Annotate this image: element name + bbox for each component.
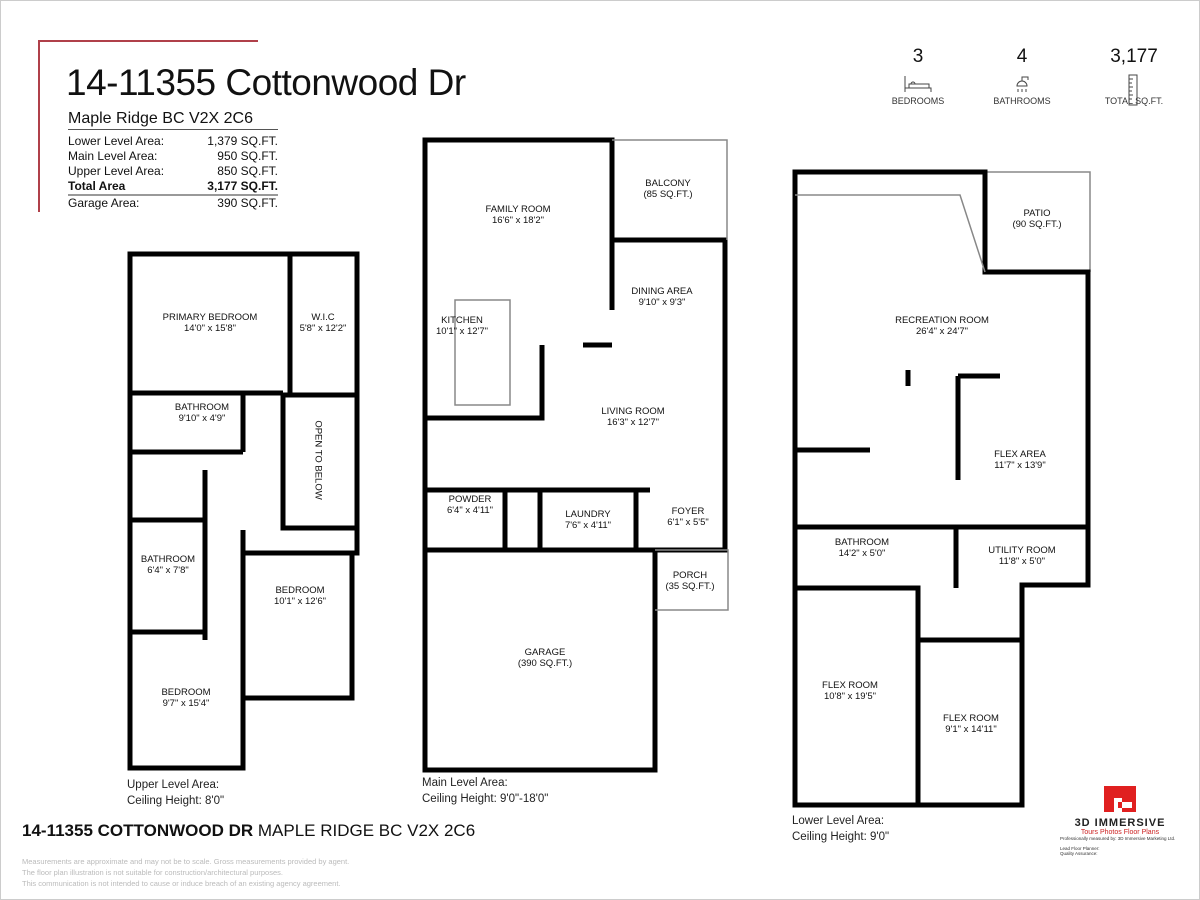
open-to-below: OPEN TO BELOW [312,420,324,500]
area-label: Lower Level Area: [68,134,165,148]
area-value: 950 SQ.FT. [217,149,278,163]
page-subtitle: Maple Ridge BC V2X 2C6 [68,110,278,130]
outdoor-outlines [454,139,1091,611]
ruler-icon [1128,74,1138,106]
stat-bedrooms: 3 BEDROOMS [873,46,963,106]
accent-bar [38,40,258,42]
area-label: Upper Level Area: [68,164,165,178]
company-logo: 3D IMMERSIVE Tours Photos Floor Plans Pr… [1060,786,1180,856]
room-patio: PATIO(90 SQ.FT.) [1012,208,1062,230]
logo-mark [1104,786,1136,812]
stat-label: BEDROOMS [891,96,945,106]
stat-value: 3,177 [1110,46,1158,67]
garage-label: Garage Area: [68,196,140,210]
area-label: Main Level Area: [68,149,158,163]
accent-bar [38,40,40,212]
room-balcony: BALCONY(85 SQ.FT.) [643,178,693,200]
main-level-walls [422,137,728,773]
stat-label: TOTAL SQ.FT. [1104,96,1164,106]
footer-address: 14-11355 COTTONWOOD DR MAPLE RIDGE BC V2… [22,821,475,841]
address-city: MAPLE RIDGE BC V2X 2C6 [253,821,476,840]
area-value: 850 SQ.FT. [217,164,278,178]
room-garage: GARAGE(390 SQ.FT.) [517,647,573,669]
stat-total-sqft: 3,177 TOTAL SQ.FT. [1089,46,1179,106]
page-title: 14-11355 Cottonwood Dr [66,62,466,103]
area-summary: Lower Level Area: 1,379 SQ.FT. Main Level… [68,134,278,211]
stat-bathrooms: 4 BATHROOMS [977,46,1067,106]
upper-level-caption: Upper Level Area:Ceiling Height: 8'0" [127,779,225,807]
room-porch: PORCH(35 SQ.FT.) [665,570,715,592]
stat-value: 4 [1016,46,1028,67]
area-value: 1,379 SQ.FT. [207,134,278,148]
garage-value: 390 SQ.FT. [217,196,278,210]
total-value: 3,177 SQ.FT. [207,179,278,193]
bed-icon [904,76,932,92]
disclaimer: Measurements are approximate and may not… [22,857,350,888]
stat-value: 3 [912,46,924,67]
total-label: Total Area [68,179,126,193]
shower-icon [1016,76,1029,92]
main-level-caption: Main Level Area:Ceiling Height: 9'0"-18'… [422,777,549,805]
upper-level-walls [127,251,360,771]
address-street: 14-11355 COTTONWOOD DR [22,821,254,840]
lower-level-caption: Lower Level Area:Ceiling Height: 9'0" [792,815,890,843]
stat-label: BATHROOMS [993,96,1051,106]
lower-level-walls [792,169,1091,808]
